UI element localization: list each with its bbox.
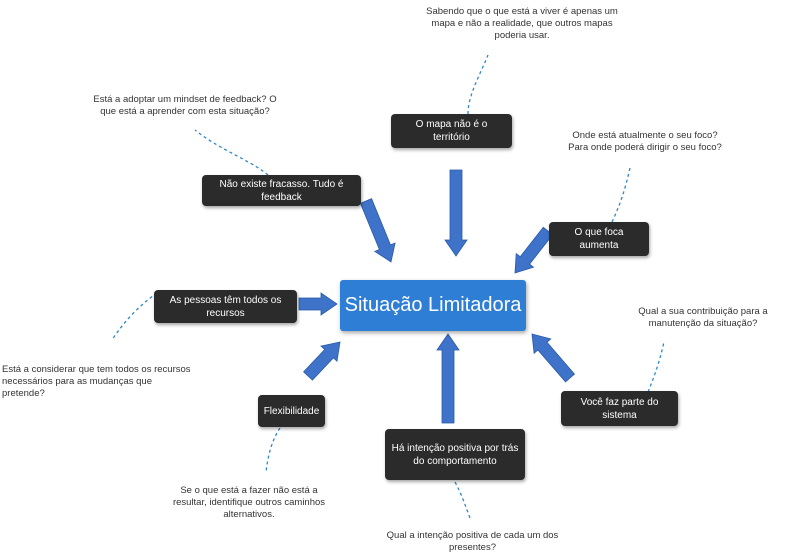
arrow-from-recursos — [298, 292, 338, 316]
connector-intencao — [454, 481, 471, 519]
arrow-from-sistema — [531, 333, 576, 383]
central-topic-situacao-limitadora[interactable]: Situação Limitadora — [340, 280, 526, 331]
arrow-from-intencao — [436, 333, 460, 424]
topic-pessoas-tem-recursos[interactable]: As pessoas têm todos os recursos — [154, 290, 297, 323]
topic-voce-faz-parte-sistema[interactable]: Você faz parte do sistema — [561, 391, 678, 426]
note-foco: Onde está atualmente o seu foco? Para on… — [568, 130, 722, 153]
connector-sistema — [647, 341, 665, 393]
topic-flexibilidade[interactable]: Flexibilidade — [258, 395, 325, 427]
arrow-from-foco — [514, 226, 554, 274]
dashed-connectors-group — [111, 54, 665, 519]
arrow-from-mapa — [444, 169, 468, 257]
arrows-group — [298, 169, 576, 424]
note-sistema: Qual a sua contribuição para a manutençã… — [638, 306, 768, 329]
connector-flexibilidade — [265, 427, 281, 473]
arrow-from-flexibilidade — [303, 341, 341, 381]
note-fracasso: Está a adoptar um mindset de feedback? O… — [93, 94, 277, 117]
note-recursos: Está a considerar que tem todos os recur… — [2, 364, 191, 399]
topic-nao-existe-fracasso[interactable]: Não existe fracasso. Tudo é feedback — [202, 175, 361, 206]
connector-fracasso — [194, 129, 269, 176]
note-mapa: Sabendo que o que está a viver é apenas … — [426, 6, 618, 41]
connector-recursos — [111, 292, 158, 341]
connector-mapa — [467, 54, 489, 115]
arrow-from-fracasso — [359, 198, 396, 263]
topic-o-que-foca-aumenta[interactable]: O que foca aumenta — [549, 222, 649, 256]
note-flexibilidade: Se o que está a fazer não está a resulta… — [172, 485, 326, 520]
note-intencao: Qual a intenção positiva de cada um dos … — [386, 530, 559, 553]
connector-foco — [611, 167, 631, 223]
topic-mapa-territorio[interactable]: O mapa não é o território — [391, 114, 512, 148]
topic-intencao-positiva[interactable]: Há intenção positiva por trás do comport… — [385, 429, 525, 480]
